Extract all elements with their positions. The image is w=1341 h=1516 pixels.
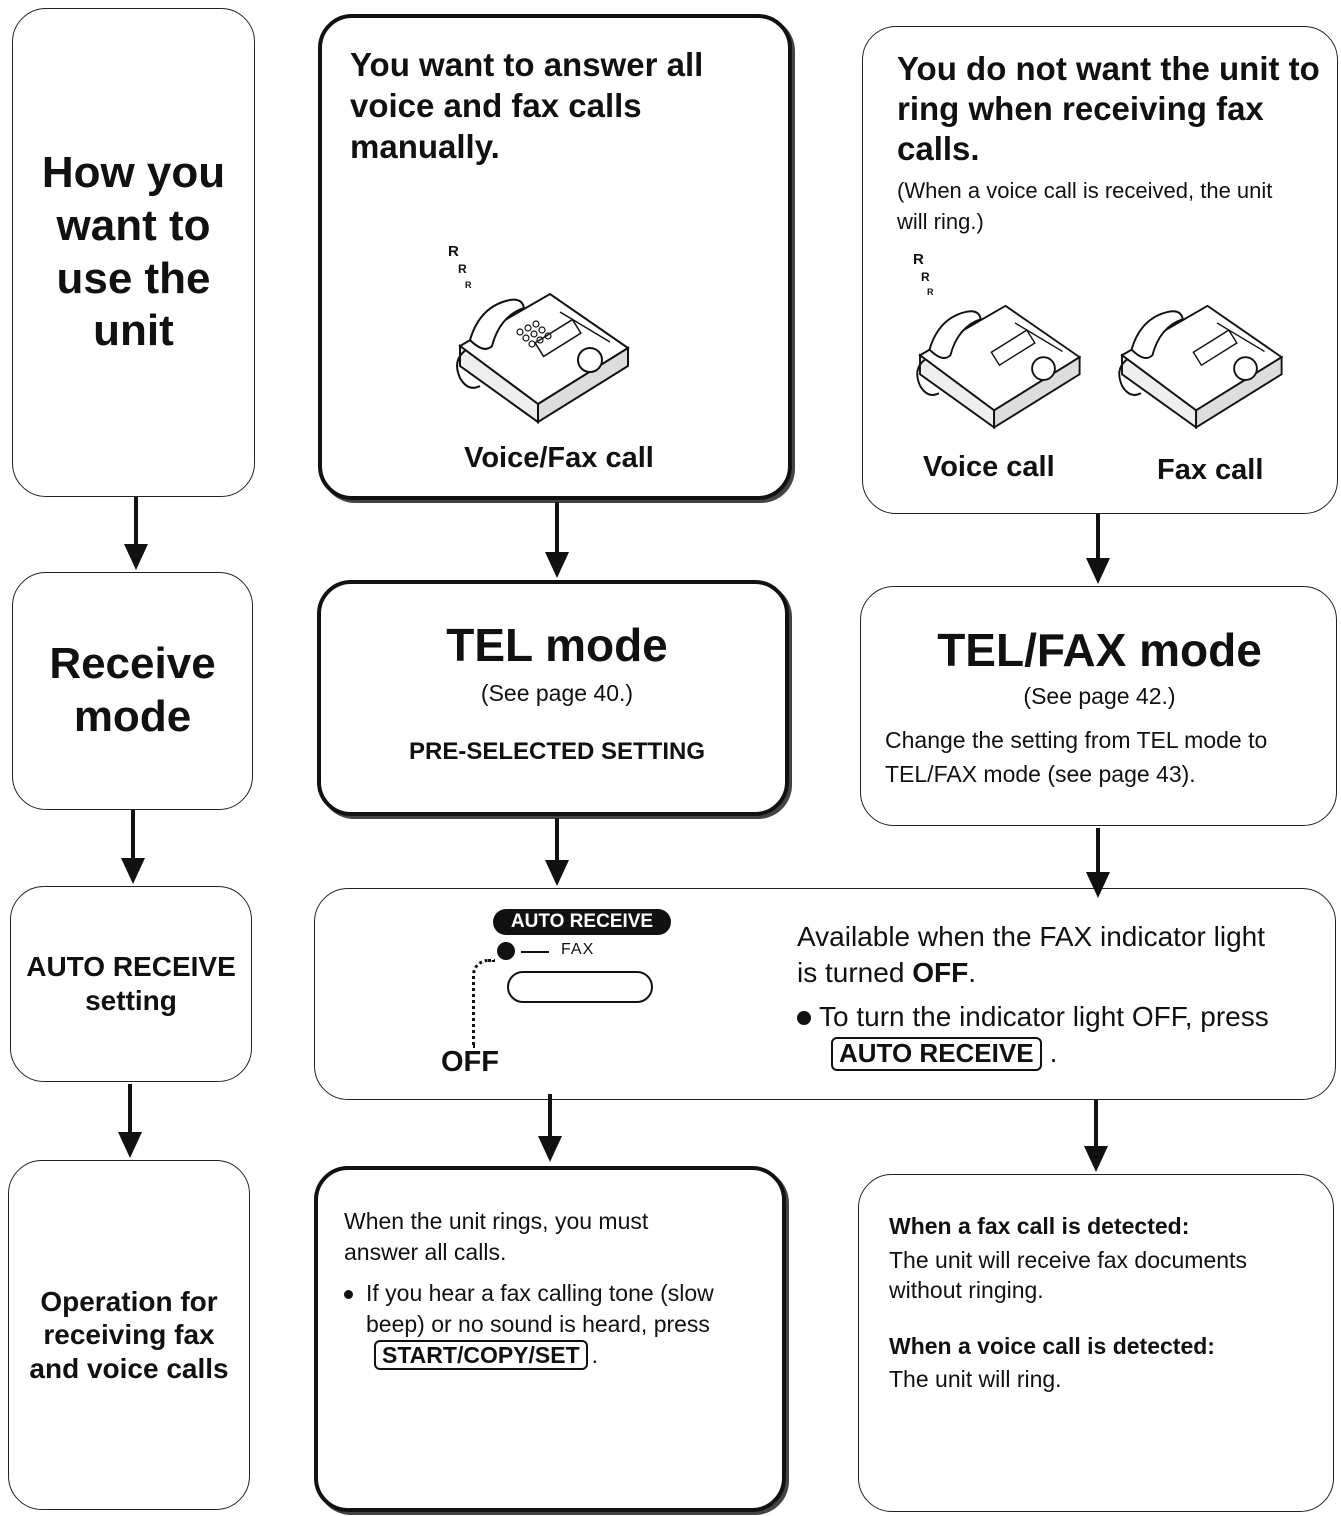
arrow-down-icon <box>121 810 145 884</box>
no-ring-title: You do not want the unit to ring when re… <box>897 50 1320 167</box>
voice-detected-text: The unit will ring. <box>889 1366 1062 1392</box>
fax-tone-text: If you hear a fax calling tone (slow bee… <box>366 1280 714 1337</box>
tel-mode-box: TEL mode (See page 40.) PRE-SELECTED SET… <box>317 580 789 816</box>
fax-detected-text: The unit will receive fax documents with… <box>889 1247 1247 1303</box>
manual-answer-title: You want to answer all voice and fax cal… <box>350 46 704 165</box>
how-you-want-label: How you want to use the unit <box>41 147 226 356</box>
auto-receive-key-label[interactable]: AUTO RECEIVE <box>831 1037 1042 1071</box>
preselected-setting-label: PRE-SELECTED SETTING <box>408 738 706 765</box>
auto-receive-badge: AUTO RECEIVE <box>493 909 671 935</box>
available-text: Available when the FAX indicator light i… <box>797 919 1277 991</box>
fax-machine-icon <box>456 292 630 424</box>
auto-receive-panel: AUTO RECEIVE FAX OFF Available when the … <box>314 888 1336 1100</box>
tel-mode-operation-box: When the unit rings, you must answer all… <box>314 1166 786 1512</box>
fax-call-caption: Fax call <box>1157 454 1264 486</box>
receive-mode-label: Receive mode <box>49 639 216 741</box>
auto-receive-key-icon[interactable] <box>507 971 653 1003</box>
arrow-down-icon <box>1086 514 1110 584</box>
fax-tone-instruction: If you hear a fax calling tone (slow bee… <box>366 1278 774 1371</box>
fax-tone-end: . <box>591 1342 599 1368</box>
tel-mode-page-ref: (See page 40.) <box>480 680 634 706</box>
voice-detected-heading: When a voice call is detected: <box>889 1333 1215 1359</box>
how-you-want-box: How you want to use the unit <box>12 8 255 497</box>
off-label: OFF <box>441 1046 499 1078</box>
fax-machine-fax-icon <box>1118 304 1284 430</box>
available-text-off: OFF <box>912 957 969 988</box>
ring-letter: R <box>448 243 459 260</box>
fax-machine-voice-icon <box>916 304 1082 430</box>
available-text-end: . <box>968 957 976 988</box>
no-ring-subtitle: (When a voice call is received, the unit… <box>897 178 1273 234</box>
receive-mode-box: Receive mode <box>12 572 253 810</box>
fax-detected-heading: When a fax call is detected: <box>889 1213 1190 1239</box>
tel-mode-title: TEL mode <box>446 619 668 671</box>
tel-fax-change-note: Change the setting from TEL mode to TEL/… <box>885 727 1268 787</box>
arrow-down-icon <box>545 502 569 578</box>
voice-call-caption: Voice call <box>923 451 1055 483</box>
voice-fax-call-caption: Voice/Fax call <box>464 442 654 474</box>
ring-letter: R <box>458 262 467 276</box>
arrow-down-icon <box>1084 1100 1108 1172</box>
arrow-down-icon <box>538 1094 562 1162</box>
tel-fax-mode-box: TEL/FAX mode (See page 42.) Change the s… <box>860 586 1337 826</box>
tel-fax-mode-page-ref: (See page 42.) <box>1023 683 1176 709</box>
bullet-icon <box>797 1011 811 1025</box>
tel-fax-mode-title: TEL/FAX mode <box>937 624 1262 676</box>
arrow-down-icon <box>545 818 569 886</box>
start-copy-set-key[interactable]: START/COPY/SET <box>374 1340 588 1371</box>
must-answer-text: When the unit rings, you must answer all… <box>344 1208 649 1265</box>
ring-letter: R <box>921 270 930 284</box>
manual-answer-box: You want to answer all voice and fax cal… <box>318 14 792 500</box>
arrow-down-icon <box>124 497 148 570</box>
ring-letter: R <box>465 280 472 290</box>
turn-off-end: . <box>1049 1037 1058 1068</box>
off-dotted-line <box>472 959 495 1048</box>
turn-off-text: To turn the indicator light OFF, press <box>819 1001 1269 1032</box>
turn-off-instruction: To turn the indicator light OFF, press A… <box>819 999 1279 1071</box>
available-text-main: Available when the FAX indicator light i… <box>797 921 1265 988</box>
tel-fax-operation-box: When a fax call is detected: The unit wi… <box>858 1174 1334 1512</box>
fax-indicator-label: FAX <box>561 941 595 958</box>
fax-indicator-line <box>521 951 549 953</box>
operation-label: Operation for receiving fax and voice ca… <box>29 1285 229 1384</box>
fax-indicator-light-icon <box>497 942 515 960</box>
no-ring-box: You do not want the unit to ring when re… <box>862 26 1338 514</box>
bullet-icon <box>344 1290 353 1299</box>
arrow-down-icon <box>1086 828 1110 898</box>
ring-letter: R <box>927 287 934 297</box>
ring-letter: R <box>913 251 924 268</box>
operation-box: Operation for receiving fax and voice ca… <box>8 1160 250 1510</box>
auto-receive-setting-box: AUTO RECEIVE setting <box>10 886 252 1082</box>
arrow-down-icon <box>118 1084 142 1158</box>
auto-receive-setting-label: AUTO RECEIVE setting <box>26 951 236 1016</box>
